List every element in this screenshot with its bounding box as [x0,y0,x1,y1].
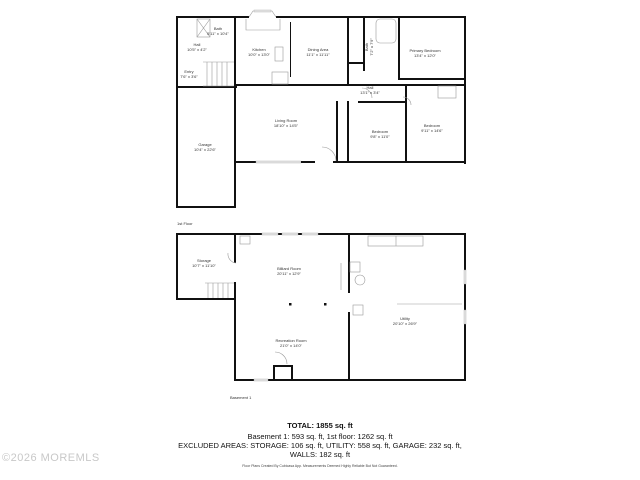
area-breakdown: Basement 1: 593 sq. ft, 1st floor: 1262 … [247,432,393,441]
walls-area: WALLS: 182 sq. ft [289,450,351,459]
floor-label-basement: Basement 1 [230,395,252,400]
first-floor-walls [176,9,466,208]
excluded-areas: EXCLUDED AREAS: STORAGE: 106 sq. ft, UTI… [178,441,462,450]
basement-walls [176,232,467,382]
floor-label-1st-floor: 1st Floor [177,221,193,226]
total-area: TOTAL: 1855 sq. ft [287,421,353,430]
watermark: ©2026 MOREMLS [2,452,100,464]
credit-note: Floor Plans Created By Cubicasa App. Mea… [242,464,398,468]
